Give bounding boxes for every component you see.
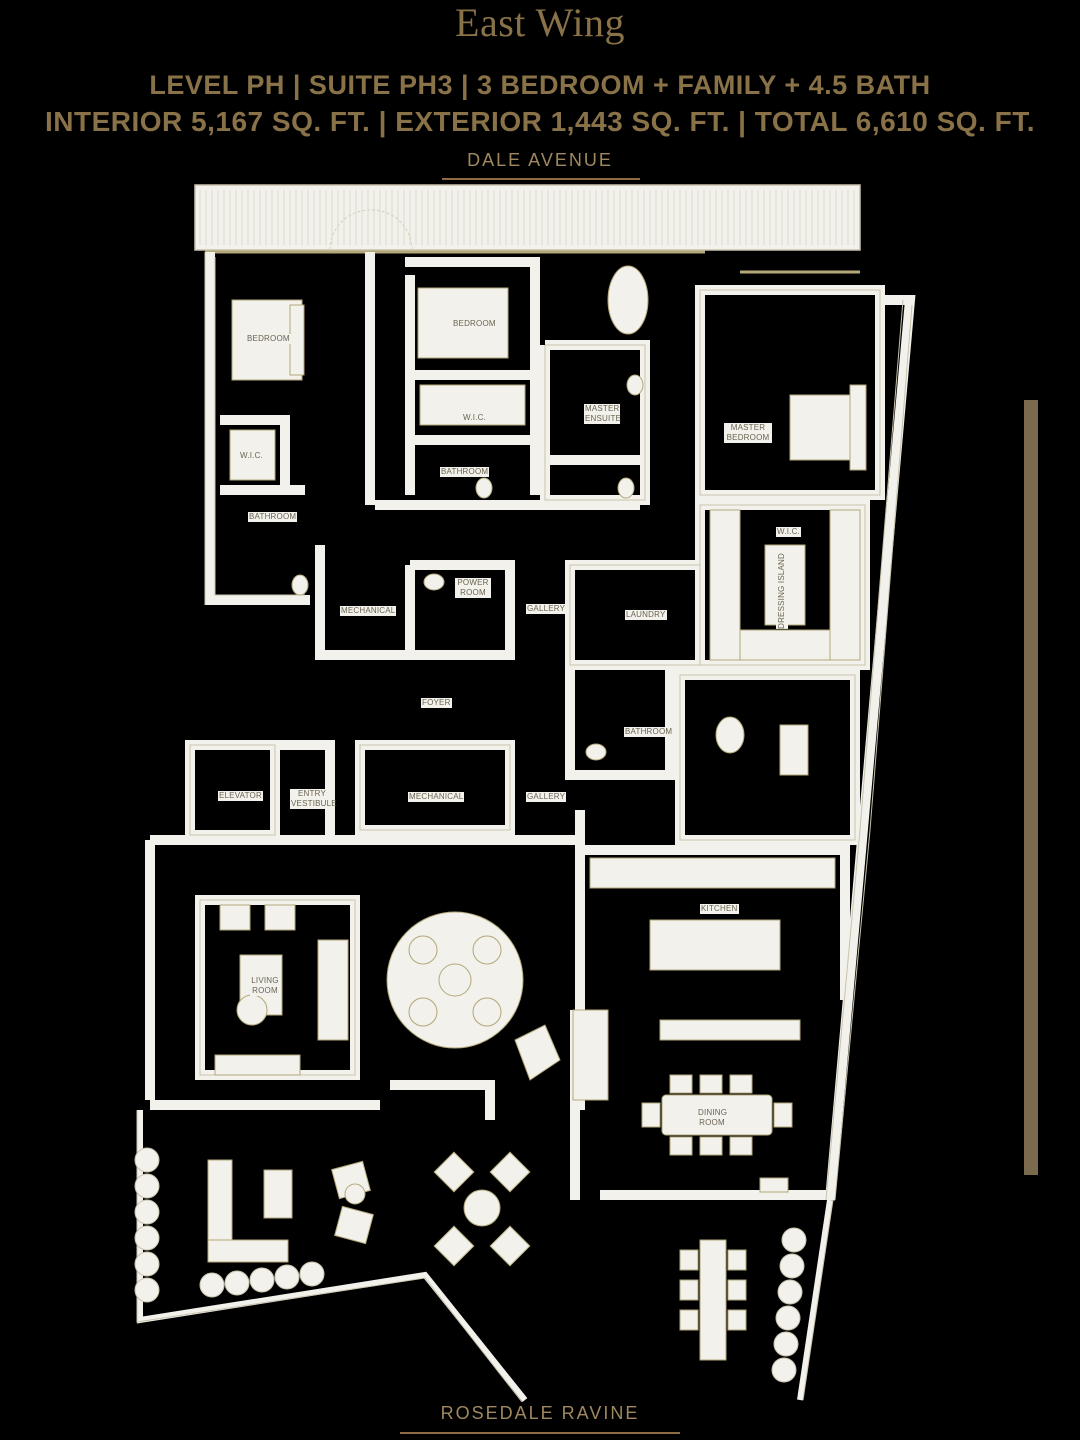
room-label-wic-2: W.I.C. [462, 413, 487, 423]
street-label-south: ROSEDALE RAVINE [440, 1403, 640, 1423]
room-label-master-bedroom: MASTER BEDROOM [724, 423, 772, 443]
street-rule-south [400, 1432, 680, 1434]
street-rule-north [442, 178, 640, 180]
room-label-mechanical-2: MECHANICAL [408, 792, 465, 802]
room-label-bathroom-3: BATHROOM [624, 727, 674, 737]
room-label-elevator: ELEVATOR [218, 791, 263, 801]
room-label-gallery-1: GALLERY [526, 604, 567, 614]
room-label-master-wic: W.I.C. [776, 527, 801, 537]
room-label-wic-1: W.I.C. [239, 451, 264, 461]
page-title: East Wing [455, 0, 625, 45]
room-label-dressing-island: DRESSING ISLAND [776, 553, 788, 629]
room-label-bathroom-1: BATHROOM [248, 512, 298, 522]
area-specs-line: INTERIOR 5,167 SQ. FT. | EXTERIOR 1,443 … [45, 106, 1035, 137]
scale-ruler [1024, 400, 1038, 1175]
street-label-north: DALE AVENUE [467, 150, 613, 170]
room-label-bathroom-2: BATHROOM [440, 467, 490, 477]
suite-specs-line: LEVEL PH | SUITE PH3 | 3 BEDROOM + FAMIL… [149, 70, 931, 100]
room-label-kitchen: KITCHEN [700, 904, 739, 914]
north-balcony [194, 184, 861, 251]
room-label-master-ensuite: MASTER ENSUITE [584, 404, 622, 424]
room-label-bedroom-3: BEDROOM [452, 319, 497, 329]
room-label-mechanical-1: MECHANICAL [340, 606, 397, 616]
room-label-bedroom-2: BEDROOM [246, 334, 291, 344]
room-label-entry-vestibule: ENTRY VESTIBULE [290, 789, 337, 809]
room-label-laundry: LAUNDRY [625, 610, 667, 620]
room-label-foyer: FOYER [421, 698, 452, 708]
room-label-gallery-2: GALLERY [526, 792, 567, 802]
room-label-dining-room: DINING ROOM [697, 1108, 728, 1128]
room-label-power-room: POWER ROOM [455, 578, 491, 598]
room-label-living-room: LIVING ROOM [250, 976, 280, 996]
